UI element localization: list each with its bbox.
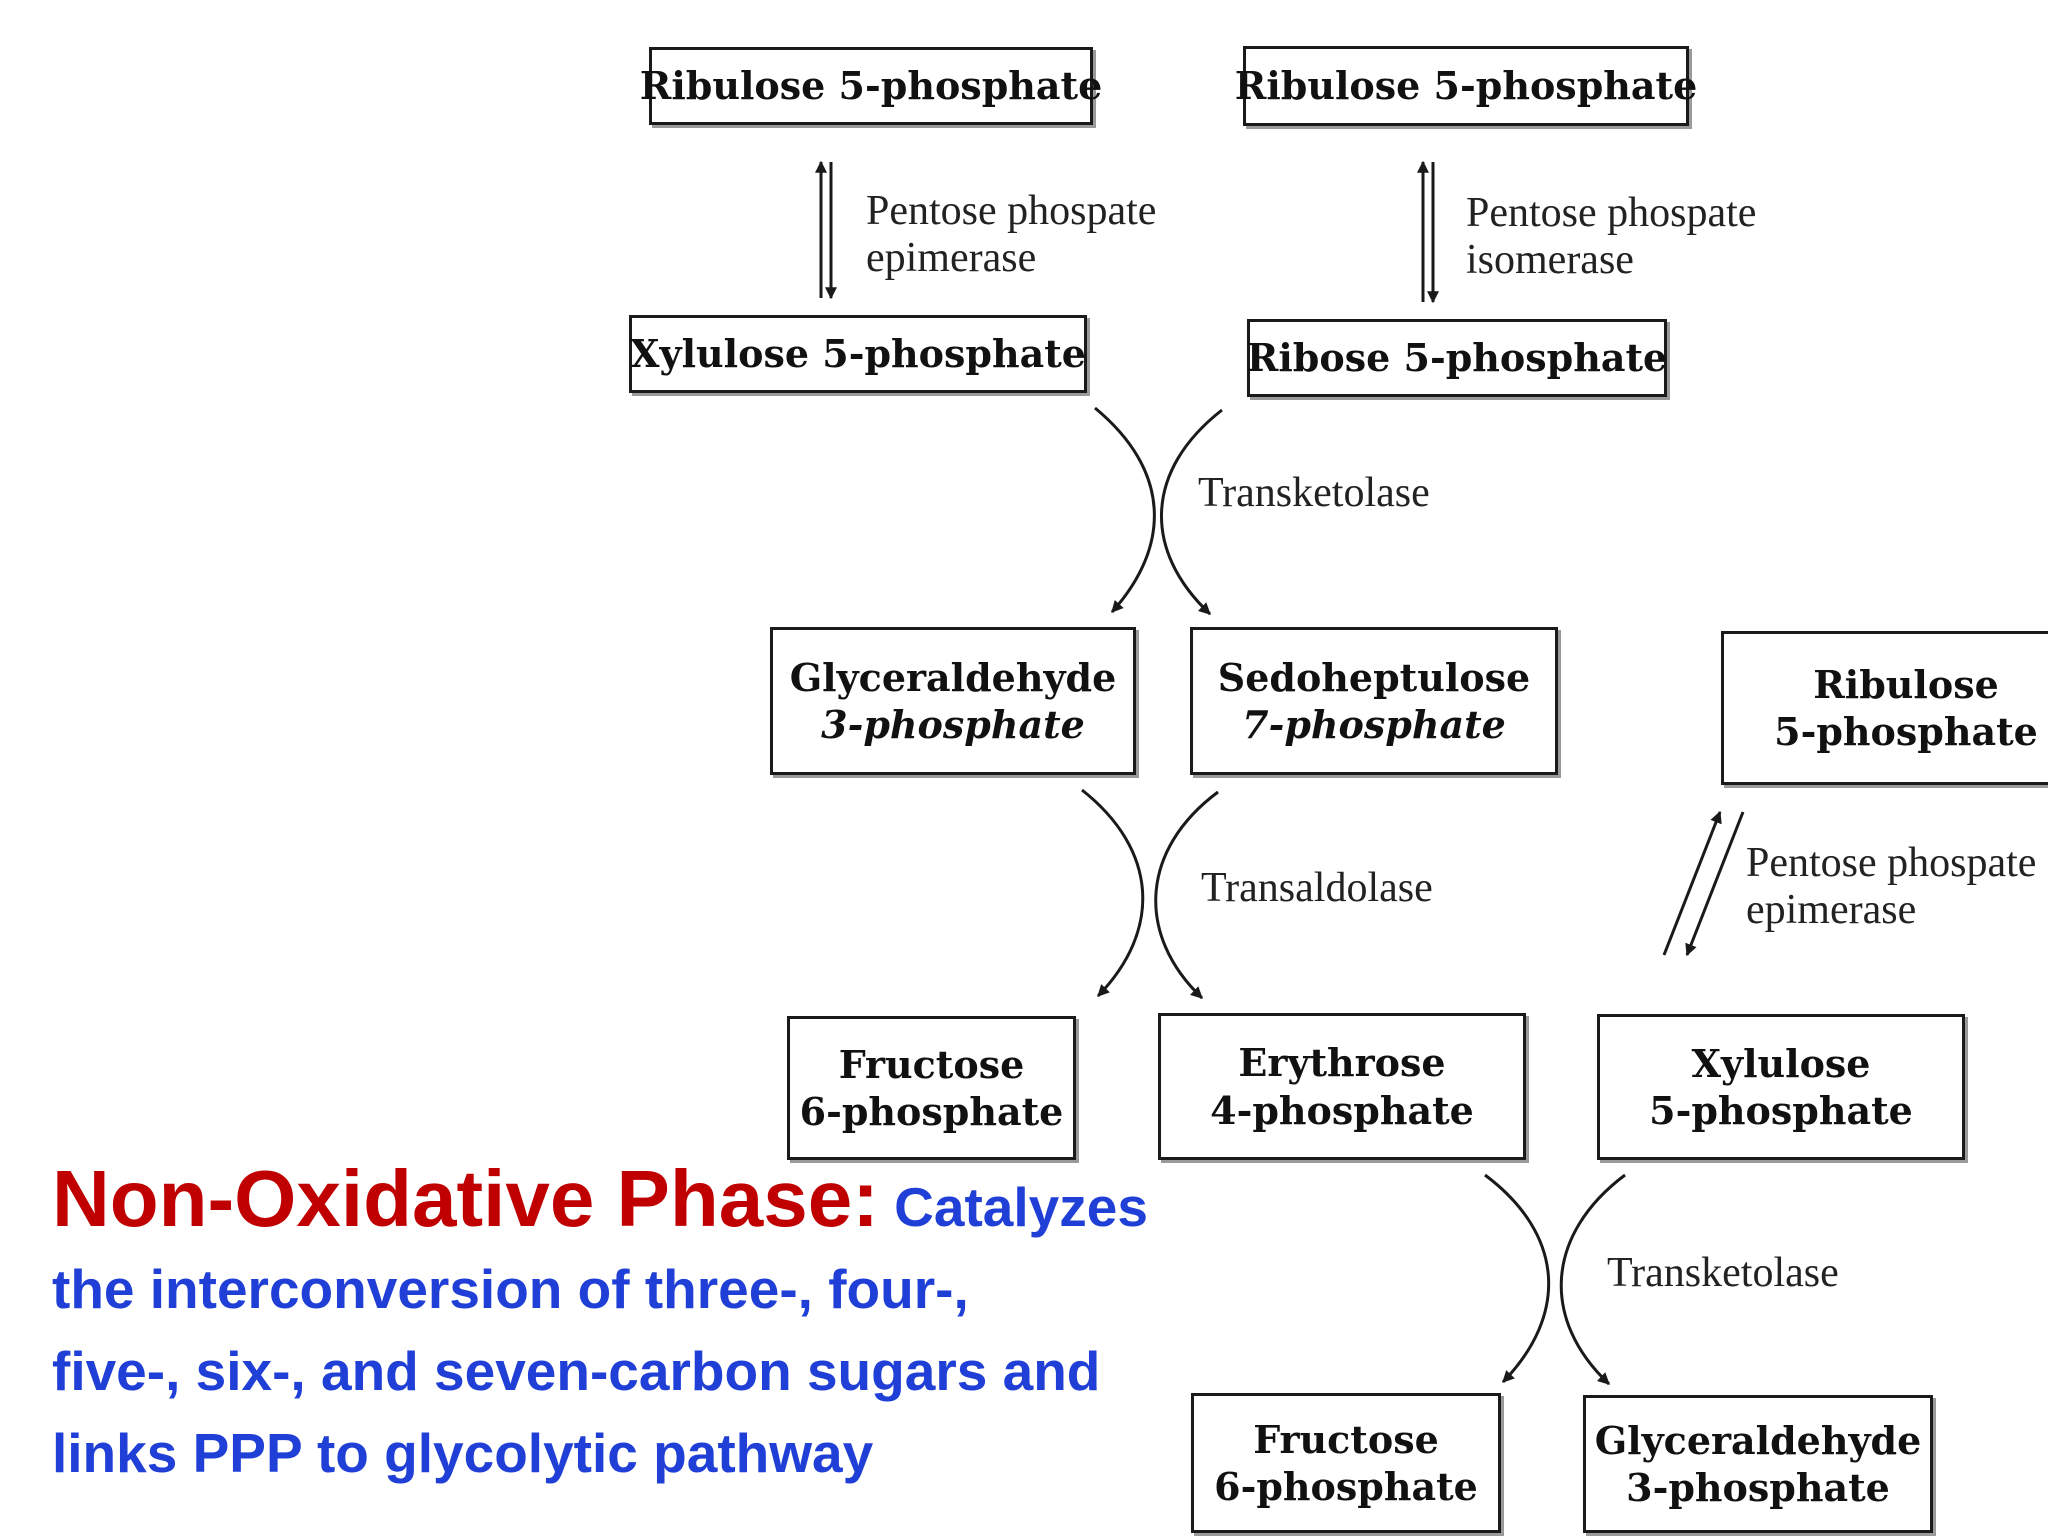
enzyme-line1: Transketolase <box>1198 470 1430 516</box>
box-ribulose-5-phosphate-left: Ribulose 5-phosphate <box>640 47 1102 125</box>
box-label-line1: Glyceraldehyde <box>789 654 1117 700</box>
box-ribose-5-phosphate: Ribose 5-phosphate <box>1247 319 1667 397</box>
box-label-line2: 3-phosphate <box>1626 1465 1890 1510</box>
box-label-line1: Glyceraldehyde <box>1594 1417 1922 1463</box>
equilibrium-arrow-epimerase-top <box>815 160 837 300</box>
box-erythrose-4-phosphate: Erythrose 4-phosphate <box>1158 1013 1526 1160</box>
box-label: Ribulose 5-phosphate <box>1234 63 1698 109</box>
box-fructose-6-phosphate-mid: Fructose 6-phosphate <box>787 1016 1076 1160</box>
enzyme-line1: Pentose phospate <box>866 188 1157 234</box>
box-label: Xylulose 5-phosphate <box>630 331 1086 377</box>
box-label-line1: Xylulose <box>1691 1040 1871 1086</box>
box-label-line1: Fructose <box>1253 1416 1439 1462</box>
enzyme-label-epimerase-top: Pentose phospate epimerase <box>866 188 1156 282</box>
box-glyceraldehyde-3-phosphate-bottom: Glyceraldehyde 3-phosphate <box>1583 1395 1933 1533</box>
crossing-arrows-transketolase-2 <box>1484 1173 1626 1386</box>
enzyme-line2: isomerase <box>1466 237 1634 284</box>
caption: Non-Oxidative Phase: Catalyzes the inter… <box>52 1158 1172 1494</box>
caption-heading: Non-Oxidative Phase: <box>52 1154 879 1243</box>
box-label-line1: Erythrose <box>1238 1040 1446 1085</box>
box-label-line2: 6-phosphate <box>799 1089 1064 1134</box>
box-label-line2: 3-phosphate <box>821 702 1085 747</box>
enzyme-label-transaldolase: Transaldolase <box>1201 865 1433 912</box>
box-label-line2: 6-phosphate <box>1214 1464 1478 1509</box>
enzyme-line2: epimerase <box>1746 887 1917 934</box>
enzyme-line2: epimerase <box>866 235 1037 282</box>
equilibrium-arrow-isomerase <box>1417 160 1439 304</box>
box-ribulose-5-phosphate-right: Ribulose 5-phosphate <box>1235 46 1697 126</box>
box-label-line2: 5-phosphate <box>1774 709 2038 754</box>
enzyme-line1: Pentose phospate <box>1746 840 2037 886</box>
caption-line-3: five-, six-, and seven-carbon sugars and <box>52 1340 1101 1402</box>
box-glyceraldehyde-3-phosphate-mid: Glyceraldehyde 3-phosphate <box>770 627 1136 775</box>
box-sedoheptulose-7-phosphate: Sedoheptulose 7-phosphate <box>1190 627 1558 775</box>
box-label-line1: Sedoheptulose <box>1217 654 1531 700</box>
enzyme-line1: Pentose phospate <box>1466 190 1757 236</box>
enzyme-label-transketolase-2: Transketolase <box>1607 1250 1839 1297</box>
box-label-line1: Ribulose <box>1813 661 1999 707</box>
equilibrium-arrow-epimerase-side <box>1662 810 1745 957</box>
box-label-line2: 7-phosphate <box>1242 702 1506 747</box>
caption-line-1: Non-Oxidative Phase: Catalyzes <box>52 1158 1172 1248</box>
box-label-line2: 5-phosphate <box>1649 1088 1913 1133</box>
enzyme-label-epimerase-side: Pentose phospate epimerase <box>1746 840 2036 934</box>
enzyme-line1: Transaldolase <box>1201 865 1433 911</box>
caption-text-1: Catalyzes <box>894 1176 1148 1238</box>
crossing-arrows-transaldolase <box>1081 788 1219 1000</box>
caption-line-4: links PPP to glycolytic pathway <box>52 1422 874 1484</box>
box-fructose-6-phosphate-bottom: Fructose 6-phosphate <box>1191 1393 1501 1533</box>
caption-line-2: the interconversion of three-, four-, <box>52 1258 969 1320</box>
box-label: Ribulose 5-phosphate <box>639 63 1103 109</box>
enzyme-label-transketolase-1: Transketolase <box>1198 470 1430 517</box>
enzyme-line1: Transketolase <box>1607 1250 1839 1296</box>
box-ribulose-5-phosphate-side: Ribulose 5-phosphate <box>1721 631 2048 785</box>
crossing-arrows-transketolase-1 <box>1094 406 1223 616</box>
enzyme-label-isomerase: Pentose phospate isomerase <box>1466 190 1756 284</box>
box-label: Ribose 5-phosphate <box>1246 335 1668 381</box>
box-label-line1: Fructose <box>838 1041 1025 1087</box>
box-label-line2: 4-phosphate <box>1210 1087 1474 1133</box>
box-xylulose-5-phosphate-side: Xylulose 5-phosphate <box>1597 1014 1965 1160</box>
box-xylulose-5-phosphate-top: Xylulose 5-phosphate <box>629 315 1087 393</box>
